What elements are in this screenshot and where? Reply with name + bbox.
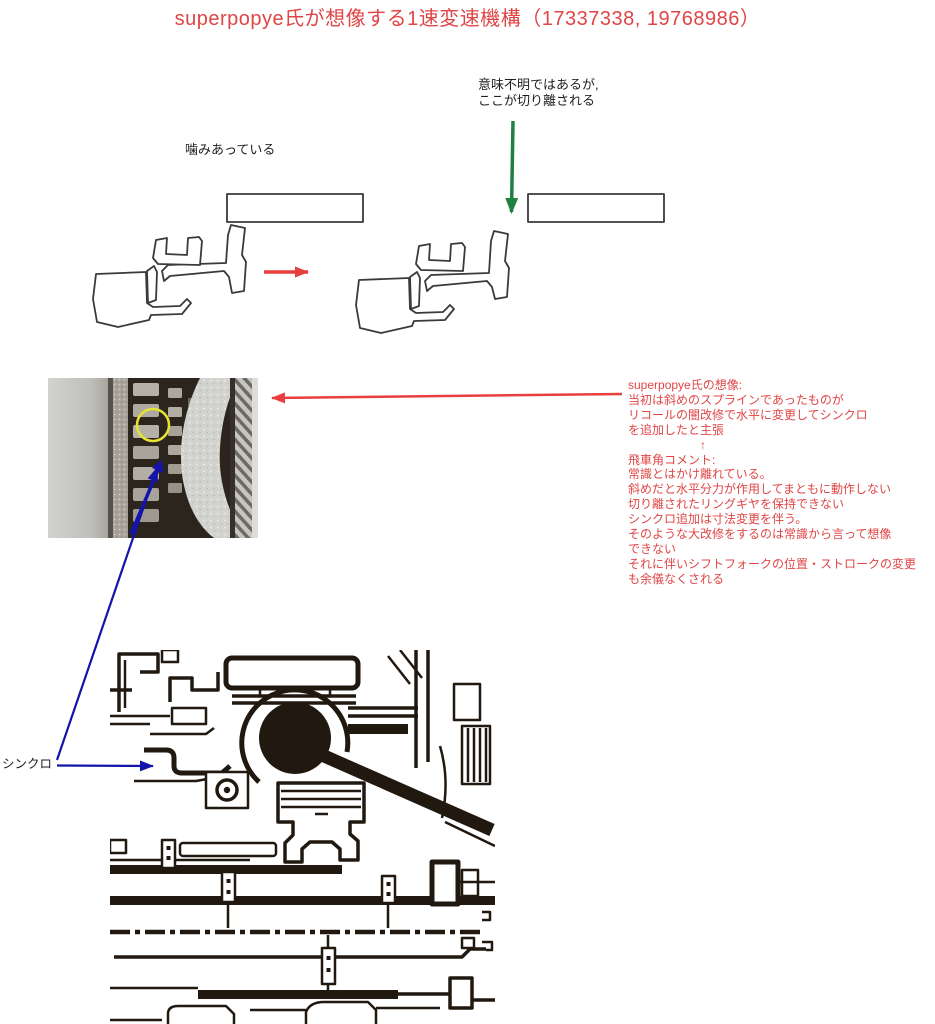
yellow-circle-annotation [135, 407, 171, 443]
gear-photo [48, 378, 258, 538]
synchro-label: シンクロ [2, 757, 53, 771]
text-line: 常識とはかけ離れている。 [628, 467, 772, 482]
shift-lever-rod [312, 746, 495, 836]
shift-fork-arm [144, 747, 232, 776]
page-title: superpopye氏が想像する1速変速機構（17337338, 1976898… [174, 8, 761, 30]
text-line: リコールの闇改修で水平に変更してシンクロ [628, 407, 868, 422]
text-line: 飛車角コメント: [628, 452, 716, 467]
photo-bright-ring [180, 378, 244, 538]
text-line: ↑ [628, 437, 707, 452]
sleeve-rect-left [226, 193, 364, 223]
shift-lever-ball [259, 702, 331, 774]
text-line: 斜めだと水平分力が作用してまともに動作しない [628, 482, 892, 497]
text-line: も余儀なくされる [628, 571, 725, 586]
spline-sketch-canvas [92, 193, 665, 334]
photo-fork-edge [113, 378, 128, 538]
text-line: それに伴いシフトフォークの位置・ストロークの変更 [628, 556, 917, 571]
separation-note: 意味不明ではあるが, ここが切り離される [478, 77, 599, 108]
text-line: そのような大改修をするのは常識から言って想像 [628, 527, 892, 542]
photo-left-surface [48, 378, 110, 538]
meshing-note: 噛みあっている [185, 142, 276, 157]
text-line: 切り離されたリングギヤを保持できない [628, 497, 845, 512]
text-line: シンクロ追加は寸法変更を伴う。 [628, 512, 808, 527]
text-line: superpopye氏の想像: [628, 378, 743, 392]
transmission-diagram-art [110, 650, 495, 1024]
red-arrow-to-photo-icon [271, 392, 623, 404]
transmission-diagram [110, 650, 495, 1024]
photo-hatched-gear-rim [235, 378, 252, 538]
sleeve-rect-right [527, 193, 665, 223]
text-line: を追加したと主張 [628, 422, 725, 437]
text-line: 当初は斜めのスプラインであったものが [628, 392, 844, 407]
meshed-spline-sketch [92, 193, 364, 328]
red-comment-block: superpopye氏の想像:当初は斜めのスプラインであったものがリコールの闇改… [628, 378, 928, 587]
text-line: できない [628, 541, 677, 556]
separated-spline-sketch [355, 193, 665, 334]
